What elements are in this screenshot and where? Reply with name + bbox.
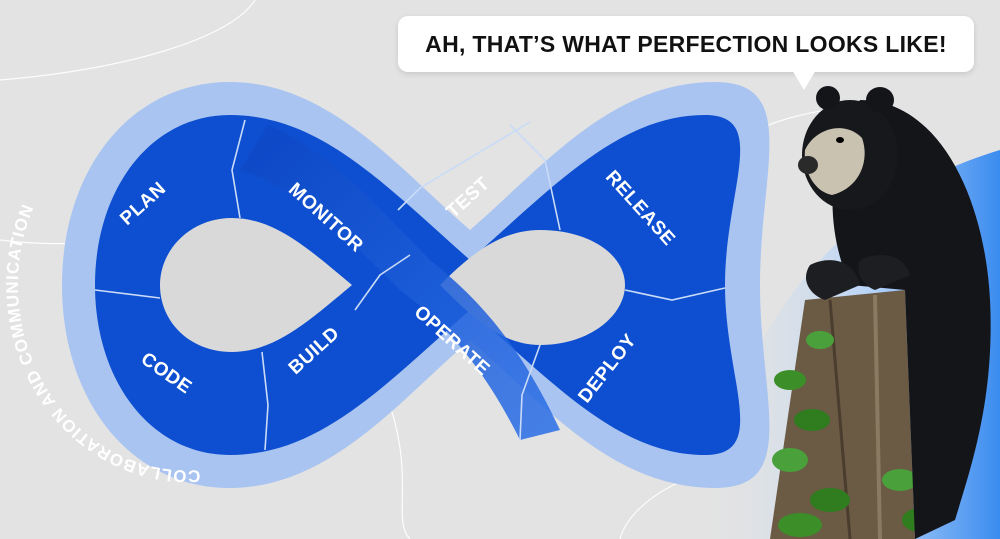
segment-dividers <box>94 119 726 451</box>
speech-bubble: AH, THAT’S WHAT PERFECTION LOOKS LIKE! <box>398 16 974 72</box>
left-loop-hole <box>160 218 352 352</box>
crossing-band <box>240 125 560 440</box>
speech-bubble-text: AH, THAT’S WHAT PERFECTION LOOKS LIKE! <box>425 30 947 57</box>
segment-label-test: TEST <box>443 173 495 222</box>
spectacled-bear <box>798 86 991 539</box>
infinity-band <box>94 115 741 455</box>
speech-bubble-tail <box>792 70 816 90</box>
